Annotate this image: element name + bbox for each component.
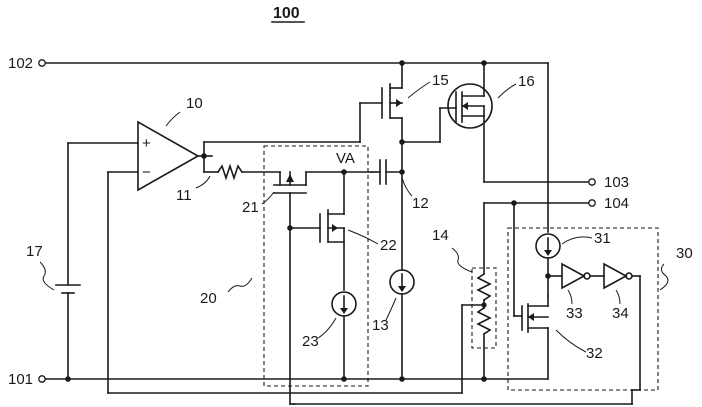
current-source-31: 31 bbox=[535, 62, 611, 297]
battery-17: 17 bbox=[26, 142, 139, 382]
ref-32: 32 bbox=[586, 345, 603, 362]
current-source-13: 13 bbox=[372, 171, 415, 382]
current-source-23: 23 bbox=[302, 291, 357, 382]
opamp-plus-sign: + bbox=[142, 135, 151, 152]
node-va-label: VA bbox=[336, 150, 355, 167]
terminal-label-104: 104 bbox=[604, 195, 629, 212]
ref-15: 15 bbox=[432, 72, 449, 89]
block-30-boundary bbox=[507, 227, 659, 391]
ref-17: 17 bbox=[26, 243, 43, 260]
ref-22: 22 bbox=[380, 237, 397, 254]
ref-34: 34 bbox=[612, 305, 629, 322]
ref-33: 33 bbox=[566, 305, 583, 322]
transistor-32: 32 bbox=[513, 202, 603, 380]
transistor-16: 16 bbox=[439, 60, 593, 183]
terminal-label-101: 101 bbox=[8, 371, 33, 388]
ref-13: 13 bbox=[372, 317, 389, 334]
terminal-101[interactable] bbox=[38, 375, 46, 383]
figure-number: 100 bbox=[273, 5, 300, 22]
capacitor-12: 12 bbox=[371, 159, 429, 212]
ref-21: 21 bbox=[242, 199, 259, 216]
ref-10: 10 bbox=[186, 95, 203, 112]
power-rails: 102 101 bbox=[8, 55, 549, 388]
transistor-21: 21 bbox=[242, 171, 633, 405]
inverter-33: 33 bbox=[547, 262, 605, 322]
opamp-10: + − 10 bbox=[107, 95, 483, 394]
ref-31: 31 bbox=[594, 230, 611, 247]
ref-23: 23 bbox=[302, 333, 319, 350]
resistor-11: 11 bbox=[176, 155, 281, 204]
terminal-label-102: 102 bbox=[8, 55, 33, 72]
ref-12: 12 bbox=[412, 195, 429, 212]
transistor-15: 15 bbox=[359, 60, 449, 173]
transistor-22: 22 bbox=[287, 171, 397, 291]
terminal-103[interactable] bbox=[588, 178, 596, 186]
ref-14: 14 bbox=[432, 227, 449, 244]
block-20-boundary bbox=[263, 145, 369, 387]
opamp-minus-sign: − bbox=[142, 164, 151, 181]
ref-11: 11 bbox=[176, 187, 192, 204]
terminal-104[interactable] bbox=[588, 199, 596, 207]
terminal-label-103: 103 bbox=[604, 174, 629, 191]
inverter-34: 34 bbox=[603, 262, 641, 405]
resistor-divider-14: 14 bbox=[432, 202, 497, 382]
terminal-102[interactable] bbox=[38, 59, 46, 67]
ref-30: 30 bbox=[676, 245, 693, 262]
ref-20: 20 bbox=[200, 290, 217, 307]
ref-16: 16 bbox=[518, 73, 535, 90]
